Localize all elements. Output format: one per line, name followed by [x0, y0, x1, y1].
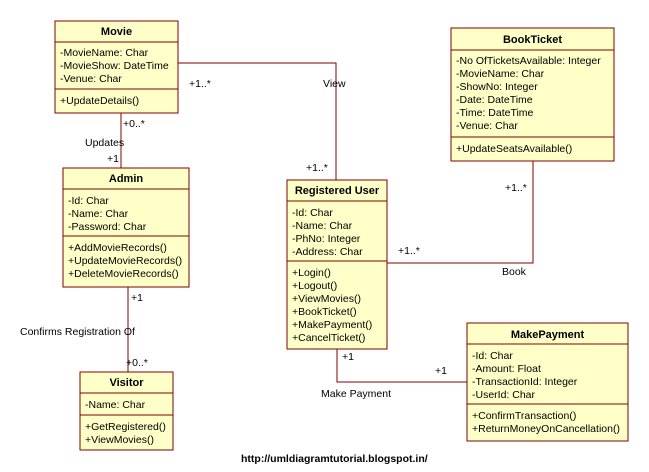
class-name: BookTicket: [503, 34, 562, 46]
attribute: -Venue: Char: [456, 120, 518, 132]
operation: +AddMovieRecords(): [68, 242, 167, 254]
attribute: -Venue: Char: [60, 73, 122, 85]
attribute: -Time: DateTime: [456, 107, 534, 119]
attribute: -MovieShow: DateTime: [60, 60, 169, 72]
payment-mult-payment: +1: [435, 365, 447, 377]
class-name: Registered User: [295, 185, 380, 197]
class-book-ticket[interactable]: BookTicket -No OfTicketsAvailable: Integ…: [450, 27, 615, 162]
class-name: MakePayment: [511, 329, 585, 341]
attribute: -ShowNo: Integer: [456, 81, 538, 93]
attribute: -Id: Char: [68, 195, 109, 207]
class-name: Movie: [101, 26, 132, 38]
footer-url: http://umldiagramtutorial.blogspot.in/: [241, 453, 428, 465]
attribute: -No OfTicketsAvailable: Integer: [456, 55, 601, 67]
view-association-line: [178, 62, 337, 180]
updates-mult-admin: +1: [107, 153, 119, 165]
payment-mult-user: +1: [342, 351, 354, 363]
book-association-line: [387, 161, 534, 264]
operation: +Logout(): [292, 280, 337, 292]
attribute: -Name: Char: [85, 399, 146, 411]
updates-label: Updates: [85, 137, 124, 149]
class-admin[interactable]: Admin -Id: Char -Name: Char -Password: C…: [62, 167, 190, 288]
view-mult-user: +1..*: [306, 162, 328, 174]
attribute: -Date: DateTime: [456, 94, 533, 106]
book-label: Book: [502, 266, 527, 278]
view-mult-movie: +1..*: [189, 78, 211, 90]
operation: +MakePayment(): [292, 319, 372, 331]
operation: +BookTicket(): [292, 306, 357, 318]
class-visitor[interactable]: Visitor -Name: Char +GetRegistered() +Vi…: [79, 371, 174, 451]
operation: +GetRegistered(): [85, 421, 166, 433]
association-labels: +1..* View +1..* +0..* Updates +1 +1 Con…: [20, 78, 527, 400]
operation: +DeleteMovieRecords(): [68, 268, 179, 280]
attribute: -Id: Char: [292, 207, 333, 219]
confirms-mult-visitor: +0..*: [126, 357, 148, 369]
payment-association-line: [336, 349, 467, 383]
book-mult-ticket: +1..*: [505, 182, 527, 194]
view-label: View: [323, 78, 346, 90]
attribute: -Address: Char: [292, 246, 363, 258]
operation: +UpdateDetails(): [60, 95, 139, 107]
class-make-payment[interactable]: MakePayment -Id: Char -Amount: Float -Tr…: [466, 322, 629, 442]
attribute: -Name: Char: [68, 208, 129, 220]
book-mult-user: +1..*: [398, 245, 420, 257]
attribute: -MovieName: Char: [60, 47, 149, 59]
attribute: -Amount: Float: [472, 363, 541, 375]
operation: +UpdateSeatsAvailable(): [456, 143, 572, 155]
attribute: -Name: Char: [292, 220, 353, 232]
operation: +ViewMovies(): [85, 434, 154, 446]
operation: +CancelTicket(): [292, 332, 365, 344]
association-lines: [120, 62, 534, 383]
attribute: -PhNo: Integer: [292, 233, 361, 245]
class-registered-user[interactable]: Registered User -Id: Char -Name: Char -P…: [286, 179, 388, 350]
class-name: Admin: [109, 173, 144, 185]
operation: +Login(): [292, 267, 331, 279]
attribute: -Password: Char: [68, 221, 147, 233]
attribute: -UserId: Char: [472, 389, 536, 401]
operation: +ReturnMoneyOnCancellation(): [472, 423, 620, 435]
updates-mult-movie: +0..*: [123, 118, 145, 130]
confirms-label: Confirms Registration Of: [20, 326, 135, 338]
operation: +ConfirmTransaction(): [472, 410, 576, 422]
confirms-mult-admin: +1: [131, 292, 143, 304]
payment-label: Make Payment: [321, 388, 391, 400]
attribute: -TransactionId: Integer: [472, 376, 578, 388]
operation: +ViewMovies(): [292, 293, 361, 305]
attribute: -MovieName: Char: [456, 68, 545, 80]
class-movie[interactable]: Movie -MovieName: Char -MovieShow: DateT…: [54, 20, 179, 114]
operation: +UpdateMovieRecords(): [68, 255, 182, 267]
attribute: -Id: Char: [472, 350, 513, 362]
class-name: Visitor: [109, 377, 144, 389]
